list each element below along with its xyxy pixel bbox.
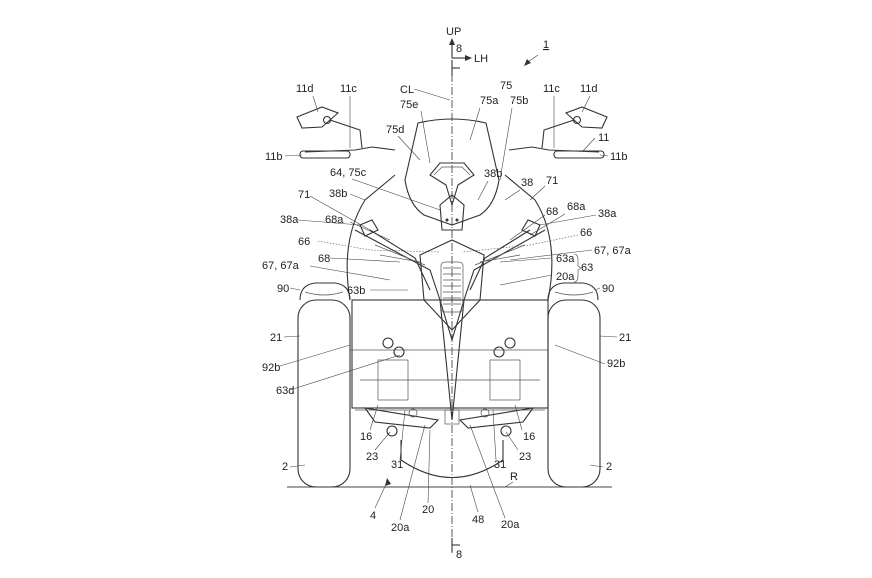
label-21-right: 21 bbox=[619, 332, 631, 344]
label-63-brace bbox=[573, 253, 582, 283]
label-cl: CL bbox=[400, 84, 414, 96]
label-11c-left: 11c bbox=[340, 83, 357, 95]
label-38: 38 bbox=[521, 177, 533, 189]
windshield bbox=[404, 118, 500, 231]
label-section-8-top: 8 bbox=[456, 43, 462, 55]
label-4: 4 bbox=[370, 510, 376, 522]
handlebars bbox=[296, 106, 608, 159]
label-2-right: 2 bbox=[606, 461, 612, 473]
label-11c-right: 11c bbox=[543, 83, 560, 95]
label-1: 1 bbox=[543, 39, 549, 51]
label-38b-left: 38b bbox=[329, 188, 347, 200]
label-63d: 63d bbox=[276, 385, 294, 397]
label-63a: 63a bbox=[556, 253, 575, 265]
label-64-75c: 64, 75c bbox=[330, 167, 367, 179]
label-68-left: 68 bbox=[318, 253, 330, 265]
label-11d-right: 11d bbox=[580, 83, 598, 95]
label-90-left: 90 bbox=[277, 283, 289, 295]
label-71-right: 71 bbox=[546, 175, 558, 187]
label-2-left: 2 bbox=[282, 461, 288, 473]
label-31-left: 31 bbox=[391, 459, 403, 471]
label-75b: 75b bbox=[510, 95, 528, 107]
label-66-left: 66 bbox=[298, 236, 310, 248]
reference-labels: UP LH 1 8 CL 75 75a 75b 75e 75d 11d 11c … bbox=[262, 26, 632, 561]
label-r: R bbox=[510, 471, 518, 483]
label-92b-left: 92b bbox=[262, 362, 280, 374]
leader-lines bbox=[279, 54, 618, 521]
label-20a-left: 20a bbox=[391, 522, 410, 534]
label-11b-left: 11b bbox=[265, 151, 283, 163]
label-67-67a-left: 67, 67a bbox=[262, 260, 300, 272]
label-66-right: 66 bbox=[580, 227, 592, 239]
label-75e: 75e bbox=[400, 99, 418, 111]
label-38b-right: 38b bbox=[484, 168, 502, 180]
label-16-left: 16 bbox=[360, 431, 372, 443]
label-11d-left: 11d bbox=[296, 83, 314, 95]
label-20a-right: 20a bbox=[501, 519, 520, 531]
label-38a-left: 38a bbox=[280, 214, 299, 226]
label-16-right: 16 bbox=[523, 431, 535, 443]
label-67-67a-right: 67, 67a bbox=[594, 245, 632, 257]
front-cowl bbox=[346, 174, 553, 342]
label-20: 20 bbox=[422, 504, 434, 516]
label-68-right: 68 bbox=[546, 206, 558, 218]
label-31-right: 31 bbox=[494, 459, 506, 471]
label-63b: 63b bbox=[347, 285, 365, 297]
label-68a-left: 68a bbox=[325, 214, 344, 226]
label-75a: 75a bbox=[480, 95, 499, 107]
label-63: 63 bbox=[581, 262, 593, 274]
label-20a-upper: 20a bbox=[556, 271, 575, 283]
section-markers bbox=[451, 60, 460, 552]
label-48: 48 bbox=[472, 514, 484, 526]
label-lh: LH bbox=[474, 53, 488, 65]
label-71-left: 71 bbox=[298, 189, 310, 201]
label-11: 11 bbox=[598, 132, 609, 144]
label-up: UP bbox=[446, 26, 461, 38]
label-21-left: 21 bbox=[270, 332, 282, 344]
label-75: 75 bbox=[500, 80, 512, 92]
label-68a-right: 68a bbox=[567, 201, 586, 213]
label-92b-right: 92b bbox=[607, 358, 625, 370]
label-90-right: 90 bbox=[602, 283, 614, 295]
label-38a-right: 38a bbox=[598, 208, 617, 220]
direction-arrows bbox=[449, 38, 472, 61]
label-section-8-bottom: 8 bbox=[456, 549, 462, 561]
suspension bbox=[350, 299, 549, 478]
label-11b-right: 11b bbox=[610, 151, 628, 163]
label-23-right: 23 bbox=[519, 451, 531, 463]
label-23-left: 23 bbox=[366, 451, 378, 463]
label-75d: 75d bbox=[386, 124, 404, 136]
